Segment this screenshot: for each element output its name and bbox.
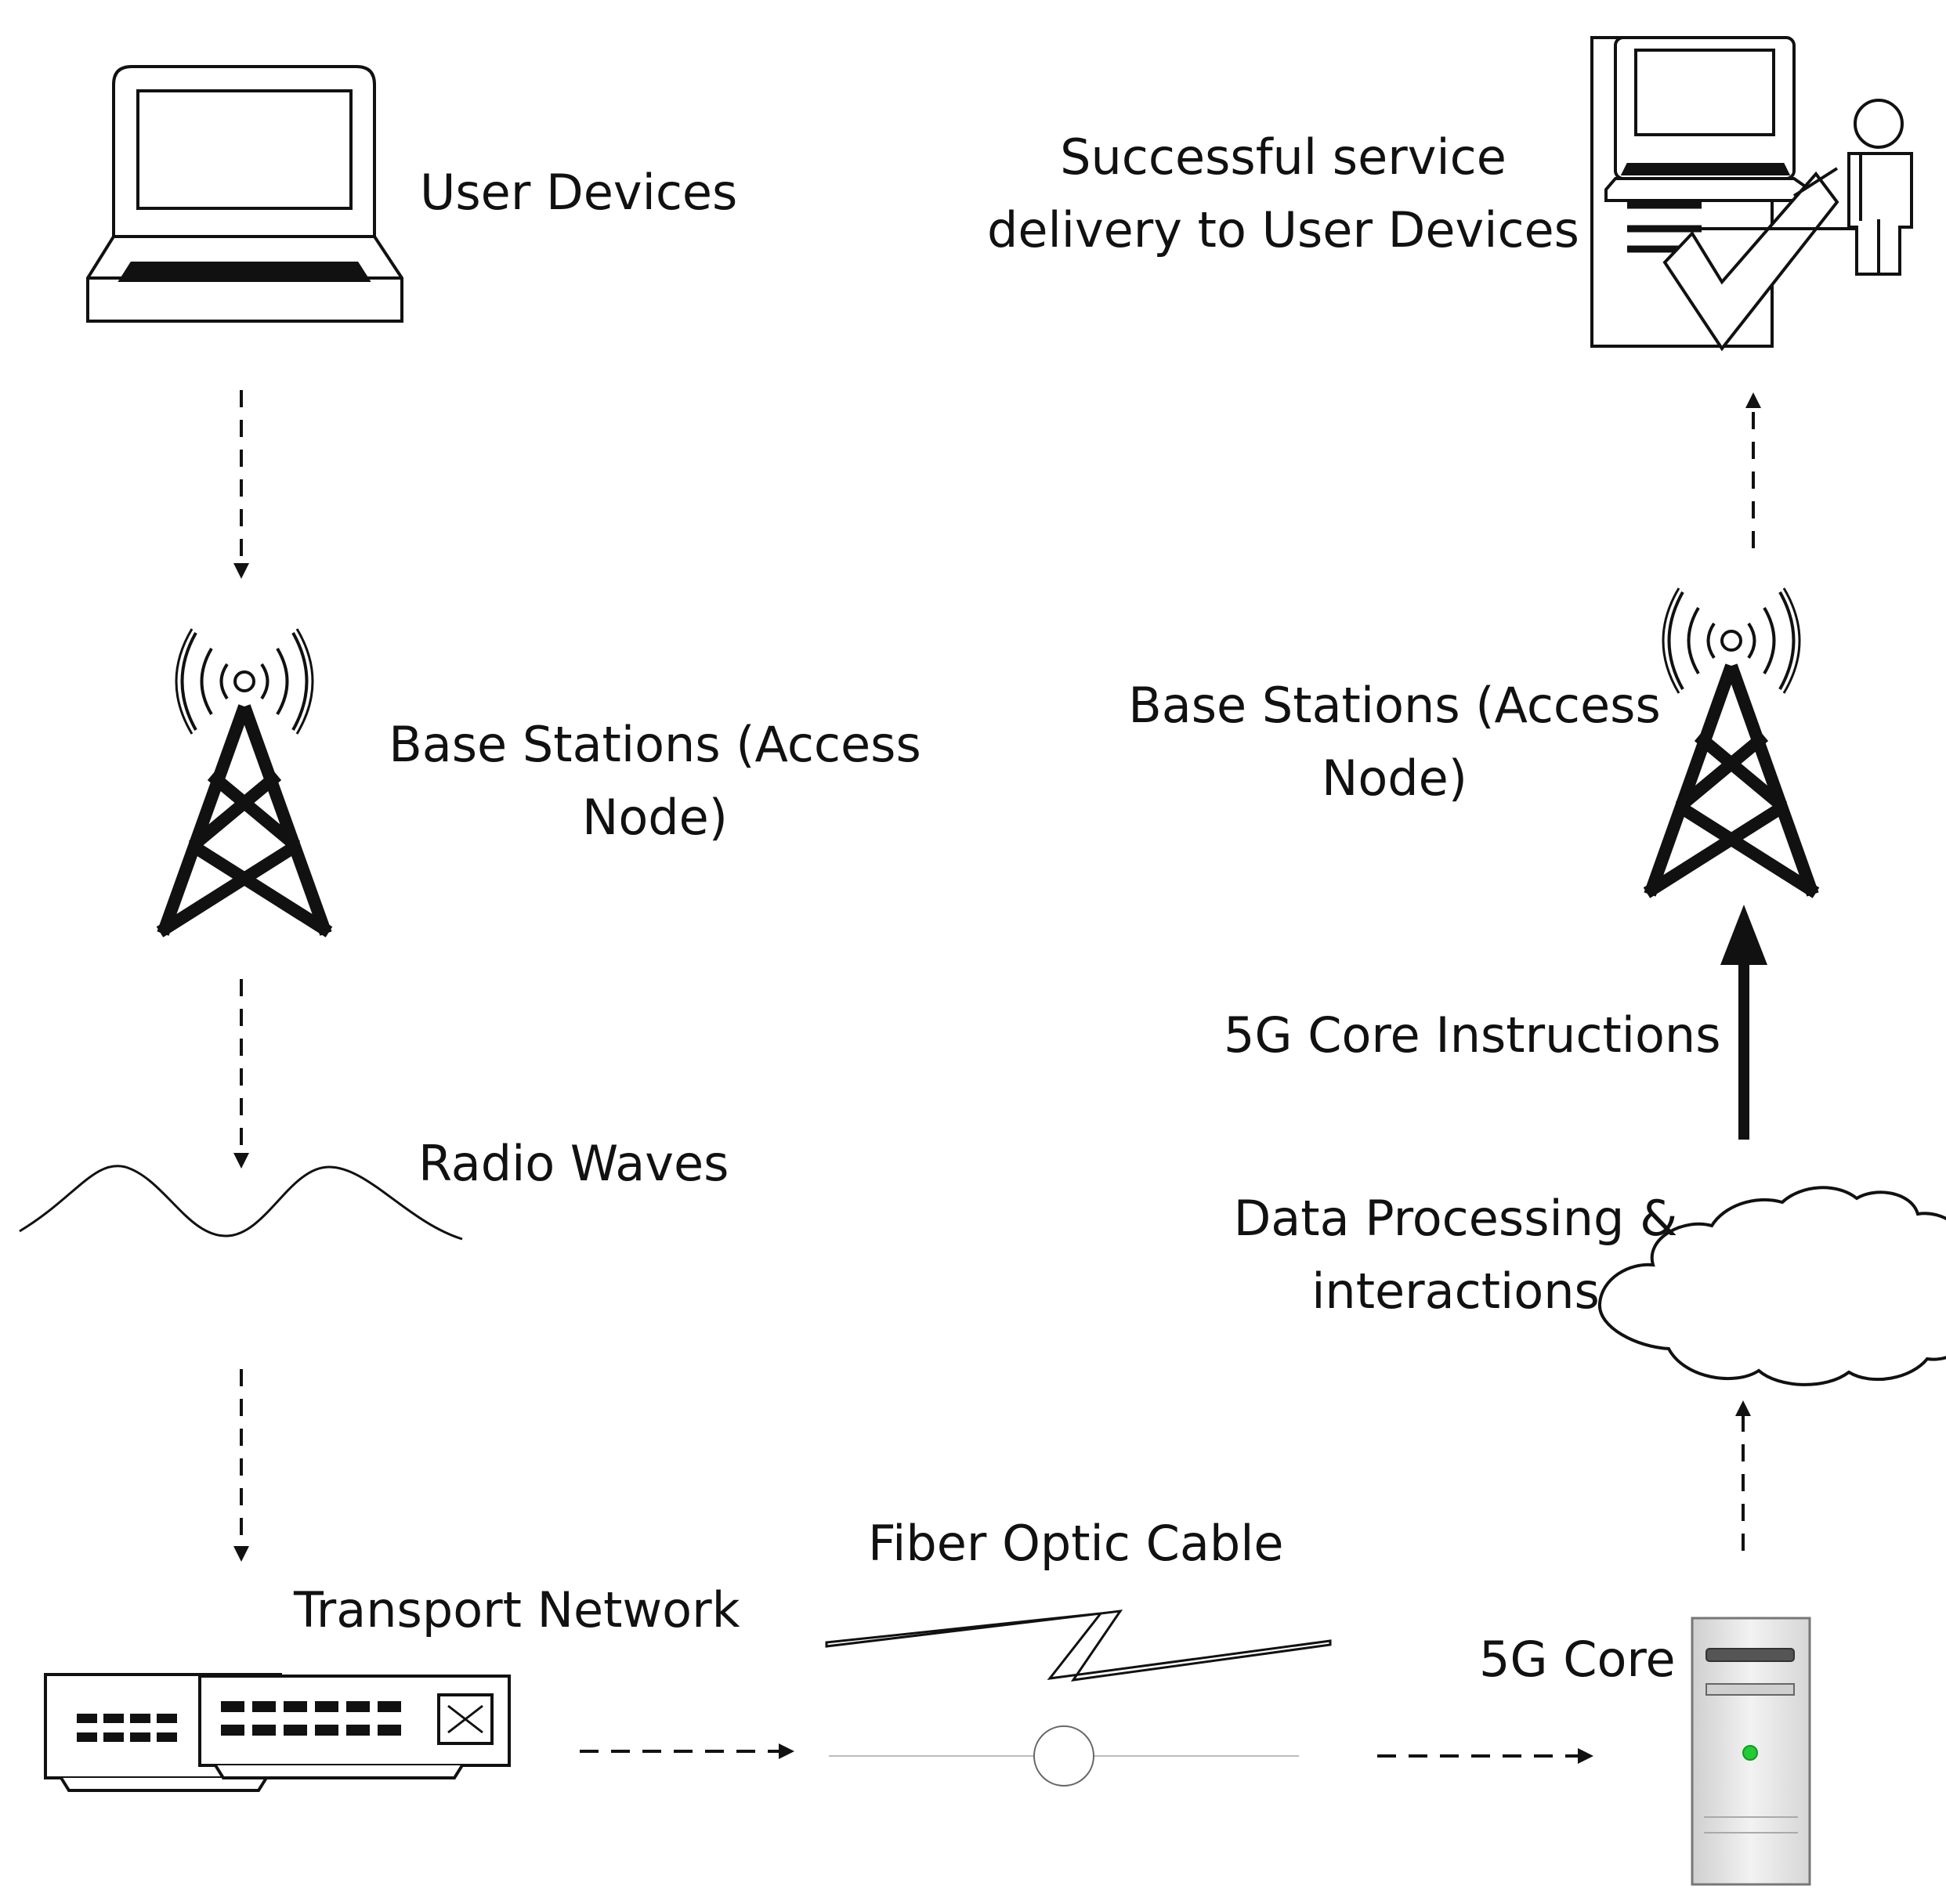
label-success-line1: Successful service (1060, 128, 1507, 186)
label-data-processing-line2: interactions (1311, 1263, 1600, 1320)
label-data-processing-line1: Data Processing & (1233, 1190, 1678, 1247)
network-switch-icon (44, 1673, 511, 1792)
label-radio-waves: Radio Waves (418, 1135, 729, 1192)
checklist-user-icon (1590, 36, 1913, 352)
label-base-left-line2: Node) (582, 789, 728, 846)
label-base-right-line1: Base Stations (Access (1128, 677, 1661, 734)
label-core-instructions: 5G Core Instructions (1224, 1006, 1721, 1064)
arrow-cloud-to-base (1720, 905, 1767, 1140)
label-success-line2: delivery to User Devices (987, 201, 1579, 258)
fiber-connector (1033, 1725, 1094, 1787)
cell-tower-icon (156, 628, 333, 938)
label-user-devices: User Devices (420, 164, 738, 221)
label-base-right-line2: Node) (1322, 750, 1467, 807)
label-5g-core: 5G Core (1479, 1631, 1676, 1688)
label-fiber-optic-cable: Fiber Optic Cable (868, 1515, 1284, 1572)
server-tower-icon (1691, 1617, 1811, 1886)
flow-arrows (233, 390, 1761, 1764)
label-transport-network: Transport Network (294, 1581, 740, 1638)
lightning-cable-icon (825, 1610, 1332, 1682)
cloud-icon (1597, 1186, 1946, 1386)
radio-wave-icon (19, 1165, 463, 1241)
laptop-icon (86, 65, 403, 323)
label-base-left-line1: Base Stations (Access (389, 716, 921, 773)
cell-tower-icon (1643, 587, 1820, 898)
